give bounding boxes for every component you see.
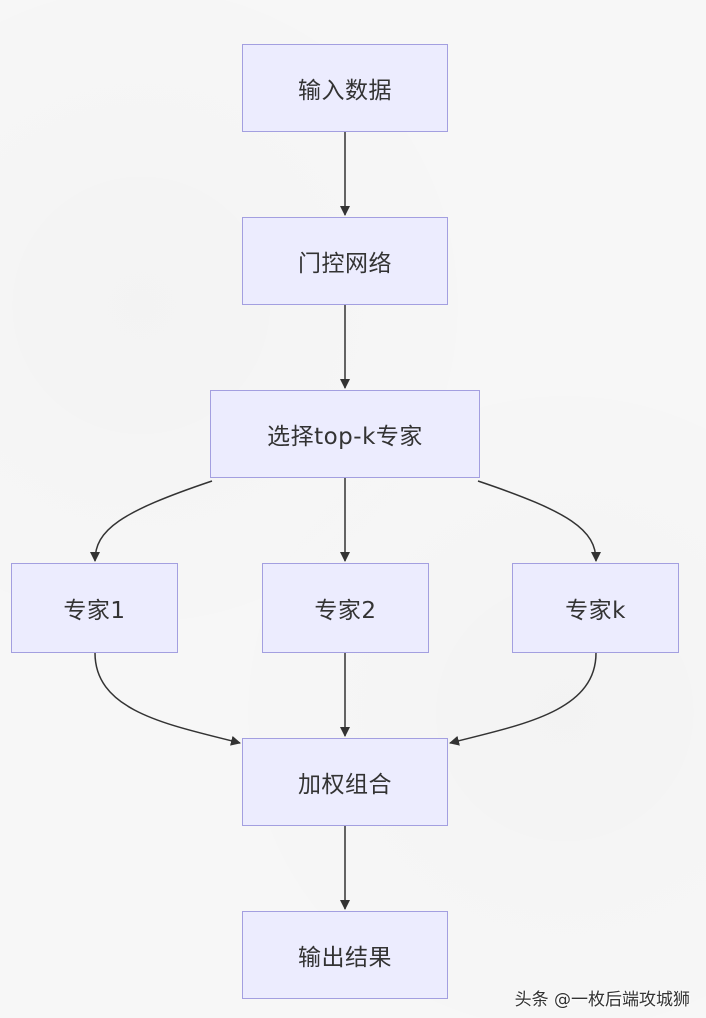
edge-select-to-expertk — [477, 480, 601, 562]
node-expert-1-label: 专家1 — [63, 598, 126, 624]
node-input-data: 输入数据 — [242, 44, 448, 132]
node-expert-1: 专家1 — [11, 563, 178, 653]
edge-select-to-expert1 — [90, 480, 213, 562]
node-gating-network: 门控网络 — [242, 217, 448, 305]
node-output-result-label: 输出结果 — [298, 945, 392, 971]
node-output-result: 输出结果 — [242, 911, 448, 999]
node-expert-k: 专家k — [512, 563, 679, 653]
node-expert-2-label: 专家2 — [314, 598, 377, 624]
watermark: 头条 @一枚后端攻城狮 — [514, 990, 690, 1010]
node-expert-k-label: 专家k — [565, 598, 626, 624]
node-input-data-label: 输入数据 — [298, 78, 392, 104]
node-weighted-combination: 加权组合 — [242, 738, 448, 826]
node-expert-2: 专家2 — [262, 563, 429, 653]
node-select-top-k-experts: 选择top-k专家 — [210, 390, 480, 478]
edge-expert1-to-combine — [94, 652, 241, 746]
edge-expertk-to-combine — [449, 652, 597, 746]
node-weighted-combination-label: 加权组合 — [298, 772, 392, 798]
node-select-top-k-experts-label: 选择top-k专家 — [267, 424, 423, 450]
node-gating-network-label: 门控网络 — [298, 251, 392, 277]
